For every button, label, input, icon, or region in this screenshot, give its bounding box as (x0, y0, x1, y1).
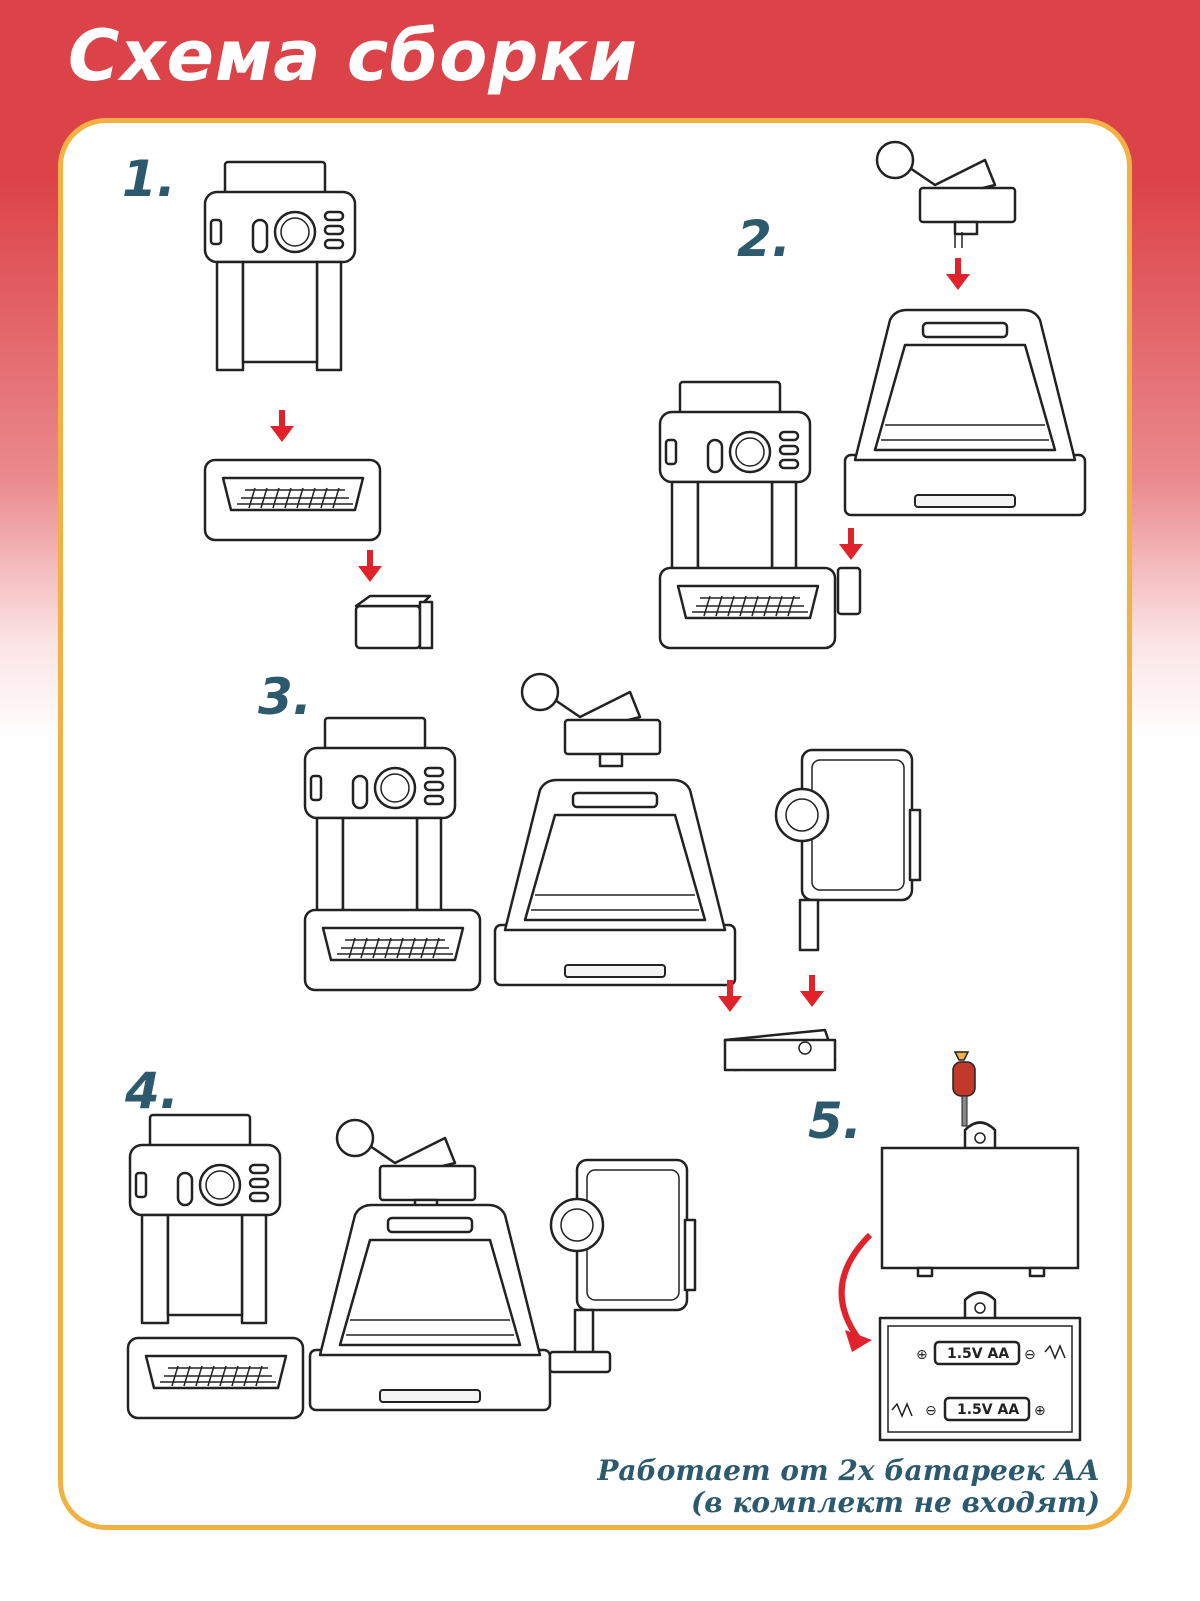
step-3-illustration (303, 672, 922, 1072)
step-2-illustration (658, 140, 1087, 650)
screwdriver-icon (952, 1051, 976, 1127)
step-1-clip-part (354, 594, 434, 650)
step-4-illustration (126, 1113, 697, 1420)
battery-label-bottom: 1.5V AA (957, 1402, 1019, 1418)
battery-label-top: 1.5V AA (947, 1346, 1009, 1362)
step-1-illustration (203, 160, 434, 650)
battery-note: Работает от 2х батареек АА (в комплект н… (597, 1455, 1100, 1519)
svg-text:⊖: ⊖ (1024, 1347, 1036, 1363)
step-number-2: 2. (737, 210, 791, 268)
battery-note-line-1: Работает от 2х батареек АА (597, 1454, 1100, 1487)
curved-arrow-icon (838, 1232, 873, 1340)
svg-text:⊕: ⊕ (916, 1347, 928, 1363)
step-number-3: 3. (258, 668, 312, 726)
step-number-1: 1. (122, 150, 176, 208)
page-title: Схема сборки (68, 15, 638, 97)
step-number-4: 4. (125, 1062, 179, 1120)
step-5-illustration: ⊕ ⊖ ⊖ ⊕ 1.5V AA 1.5V AA (838, 1051, 1082, 1442)
battery-compartment: ⊕ ⊖ ⊖ ⊕ 1.5V AA 1.5V AA (878, 1291, 1082, 1442)
step-number-5: 5. (808, 1092, 862, 1150)
svg-text:⊕: ⊕ (1034, 1403, 1046, 1419)
svg-text:⊖: ⊖ (925, 1403, 937, 1419)
battery-cover (880, 1121, 1080, 1278)
battery-note-line-2: (в комплект не входят) (691, 1486, 1100, 1519)
